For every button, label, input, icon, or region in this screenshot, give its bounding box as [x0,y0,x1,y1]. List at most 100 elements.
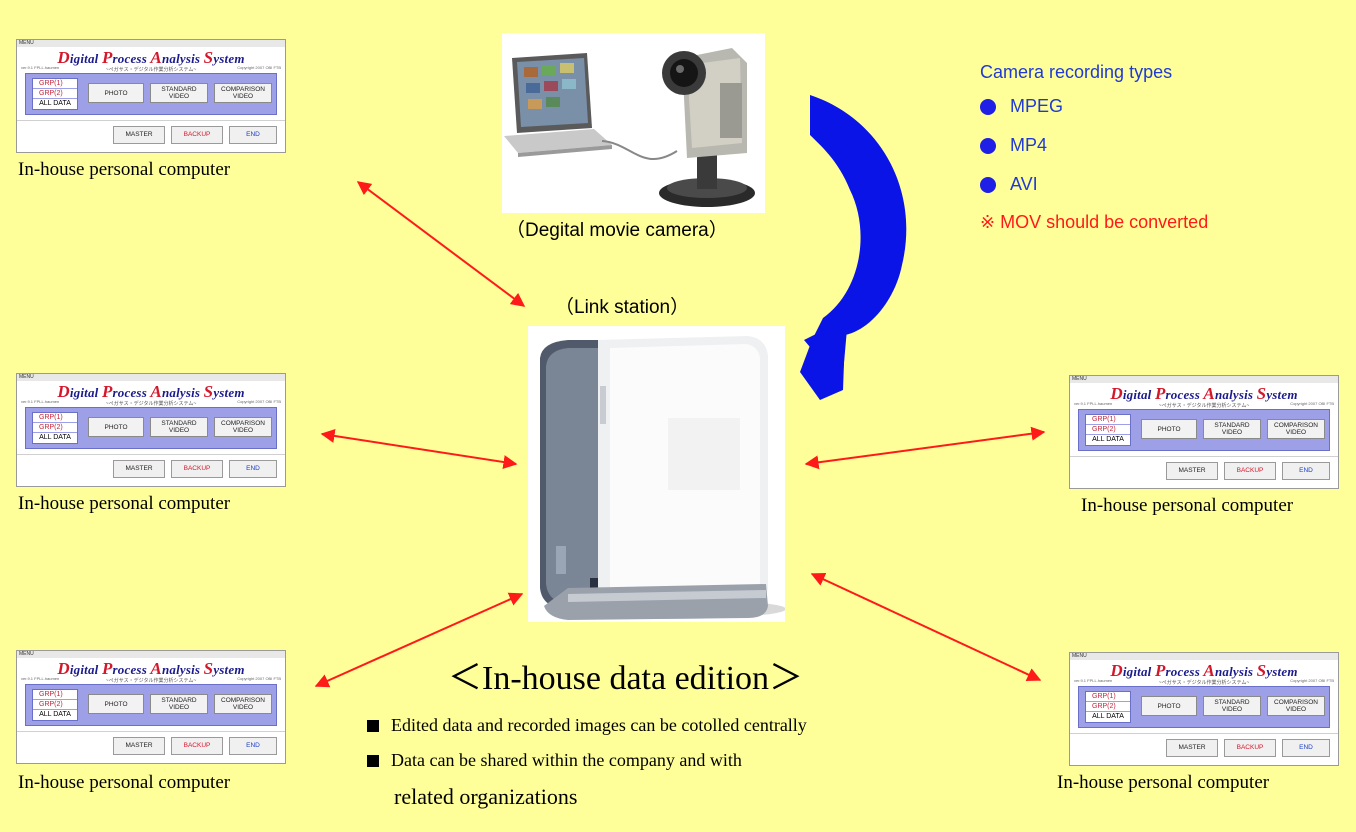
photo-button[interactable]: PHOTO [88,417,144,437]
brand-initial: A [150,48,162,67]
radio-group-1[interactable]: GRP(1) [1086,415,1130,425]
end-button[interactable]: END [229,460,277,478]
app-main-panel: GRP(1) GRP(2) ALL DATA PHOTO STANDARD VI… [1078,686,1330,728]
brand-initial: S [1256,384,1267,403]
comparison-video-button[interactable]: COMPARISON VIDEO [1267,696,1325,716]
app-copyright: Copyright 2007 OBI FTB [1290,678,1334,683]
brand-word: nalysis [1214,664,1257,679]
standard-video-button[interactable]: STANDARD VIDEO [150,694,208,714]
photo-button[interactable]: PHOTO [88,83,144,103]
app-copyright: Copyright 2007 OBI FTB [237,676,281,681]
comparison-video-button[interactable]: COMPARISON VIDEO [214,694,272,714]
bullet-1: Edited data and recorded images can be c… [367,715,807,736]
brand-word: nalysis [1214,387,1257,402]
comparison-video-button[interactable]: COMPARISON VIDEO [1267,419,1325,439]
legend-item-label: AVI [1010,174,1038,194]
app-subtitle: ~ペガサス・デジタル作業分析システム~ [105,401,197,407]
radio-group-2[interactable]: GRP(2) [33,700,77,710]
app-titlebar: MENU [17,40,285,47]
brand-initial: D [57,659,70,678]
app-screenshot: MENU Digital Process Analysis System ver… [16,39,286,153]
brand-word: nalysis [161,662,204,677]
legend-title: Camera recording types [980,62,1173,82]
brand-initial: D [1110,661,1123,680]
comparison-video-button[interactable]: COMPARISON VIDEO [214,417,272,437]
end-button[interactable]: END [1282,739,1330,757]
arrow-bottom-right [810,572,1042,682]
app-brand-logo: Digital Process Analysis System [17,48,285,68]
radio-all-data[interactable]: ALL DATA [39,434,71,441]
legend-item-mpeg: MPEG [980,96,1063,117]
divider [1070,733,1338,734]
backup-button[interactable]: BACKUP [1224,462,1276,480]
arrow-middle-right [804,426,1046,470]
end-button[interactable]: END [1282,462,1330,480]
standard-video-button[interactable]: STANDARD VIDEO [150,417,208,437]
master-button[interactable]: MASTER [1166,462,1218,480]
legend-note: ※ MOV should be converted [980,212,1209,232]
standard-video-button[interactable]: STANDARD VIDEO [150,83,208,103]
app-version: ver.9.1 FPLL.haumen [1074,401,1113,406]
backup-button[interactable]: BACKUP [171,737,223,755]
brand-word: igital [69,385,102,400]
standard-video-button[interactable]: STANDARD VIDEO [1203,696,1261,716]
brand-word: igital [69,662,102,677]
radio-group-2[interactable]: GRP(2) [33,423,77,433]
arrow-middle-left [320,429,518,469]
end-button[interactable]: END [229,737,277,755]
brand-initial: A [150,382,162,401]
backup-button[interactable]: BACKUP [171,126,223,144]
master-button[interactable]: MASTER [113,126,165,144]
radio-all-data[interactable]: ALL DATA [39,100,71,107]
brand-word: rocess [112,662,151,677]
master-button[interactable]: MASTER [1166,739,1218,757]
bullet-dot-icon [980,137,996,154]
brand-initial: D [57,48,70,67]
brand-initial: S [1256,661,1267,680]
app-titlebar: MENU [1070,376,1338,383]
backup-button[interactable]: BACKUP [1224,739,1276,757]
brand-word: rocess [112,385,151,400]
radio-group-1[interactable]: GRP(1) [33,79,77,89]
radio-group-1[interactable]: GRP(1) [33,690,77,700]
radio-group-1[interactable]: GRP(1) [33,413,77,423]
brand-initial: P [1154,661,1166,680]
photo-button[interactable]: PHOTO [1141,419,1197,439]
brand-word: ystem [1266,664,1298,679]
radio-group-1[interactable]: GRP(1) [1086,692,1130,702]
photo-button[interactable]: PHOTO [88,694,144,714]
group-selector: GRP(1) GRP(2) ALL DATA [1085,414,1131,446]
pc-caption-top-left: In-house personal computer [18,159,231,180]
app-subtitle: ~ペガサス・デジタル作業分析システム~ [1158,680,1250,686]
app-version: ver.9.1 FPLL.haumen [21,399,60,404]
radio-group-2[interactable]: GRP(2) [1086,702,1130,712]
group-selector: GRP(1) GRP(2) ALL DATA [32,412,78,444]
master-button[interactable]: MASTER [113,737,165,755]
radio-all-data[interactable]: ALL DATA [1092,713,1124,720]
master-button[interactable]: MASTER [113,460,165,478]
comparison-video-button[interactable]: COMPARISON VIDEO [214,83,272,103]
group-selector: GRP(1) GRP(2) ALL DATA [32,78,78,110]
brand-word: ystem [1266,387,1298,402]
group-selector: GRP(1) GRP(2) ALL DATA [32,689,78,721]
photo-button[interactable]: PHOTO [1141,696,1197,716]
app-screenshot: MENU Digital Process Analysis System ver… [16,650,286,764]
app-copyright: Copyright 2007 OBI FTB [237,399,281,404]
radio-group-2[interactable]: GRP(2) [1086,425,1130,435]
divider [17,731,285,732]
backup-button[interactable]: BACKUP [171,460,223,478]
radio-all-data[interactable]: ALL DATA [39,711,71,718]
standard-video-button[interactable]: STANDARD VIDEO [1203,419,1261,439]
radio-group-2[interactable]: GRP(2) [33,89,77,99]
brand-initial: A [1203,661,1215,680]
divider [17,120,285,121]
brand-initial: P [101,659,113,678]
square-bullet-icon [367,719,379,732]
end-button[interactable]: END [229,126,277,144]
bullet-2-continuation: related organizations [394,784,578,809]
diagram-heading: ＜In-house data edition＞ [448,660,804,697]
app-version: ver.9.1 FPLL.haumen [21,676,60,681]
bullet-text: Edited data and recorded images can be c… [391,715,807,735]
radio-all-data[interactable]: ALL DATA [1092,436,1124,443]
